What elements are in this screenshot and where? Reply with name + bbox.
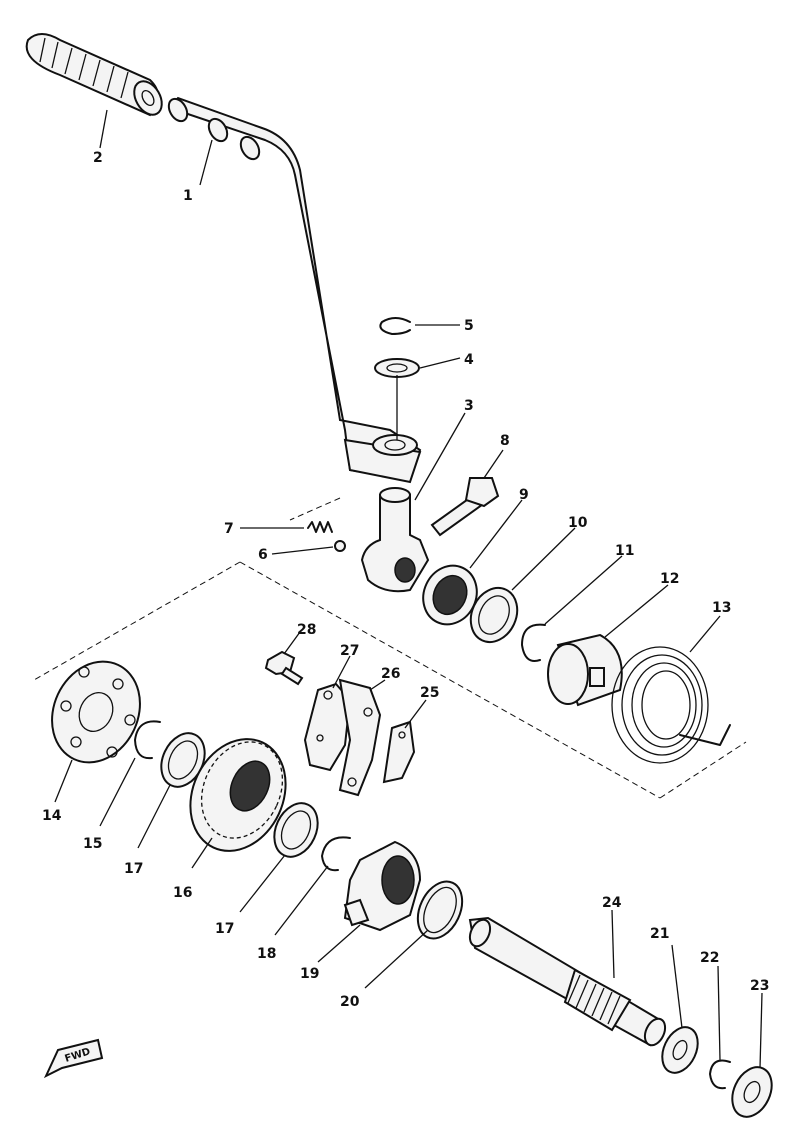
- circlip-5: [379, 317, 411, 335]
- callouts: 1 2 3 4 5 6 7 8 9 10 11 12 13 14 15 16 1: [42, 109, 769, 1069]
- kick-lever-assembly: [25, 33, 430, 593]
- assembly-guide-lines: [33, 375, 747, 799]
- washer-10: [469, 586, 519, 644]
- callout-16: 16: [173, 885, 192, 901]
- callout-17-a: 17: [124, 861, 143, 877]
- callout-12: 12: [660, 571, 679, 587]
- washer-21: [661, 1026, 699, 1074]
- callout-28: 28: [297, 622, 316, 638]
- callout-21: 21: [650, 926, 669, 942]
- bolt-8: [430, 477, 500, 537]
- kick-gear-16: [189, 738, 287, 852]
- plate-25: [382, 720, 416, 784]
- washer-4: [374, 358, 420, 378]
- circlip-22: [709, 1059, 731, 1090]
- torsion-spring-13: [611, 646, 731, 764]
- ball-6: [334, 540, 346, 552]
- callout-6: 6: [258, 547, 268, 563]
- callout-15: 15: [83, 836, 102, 852]
- guide-plate-26: [338, 678, 382, 797]
- lever-boss: [360, 487, 430, 593]
- callout-24: 24: [602, 895, 622, 911]
- lever-grip: [25, 33, 163, 117]
- callout-22: 22: [700, 950, 719, 966]
- callout-7: 7: [224, 521, 234, 537]
- callout-25: 25: [420, 685, 439, 701]
- bolt-28: [264, 650, 304, 686]
- callout-9: 9: [519, 487, 529, 503]
- callout-26: 26: [381, 666, 400, 682]
- callout-11: 11: [615, 543, 634, 559]
- callout-5: 5: [464, 318, 474, 334]
- kick-lever-arm: [167, 96, 422, 484]
- callout-27: 27: [340, 643, 359, 659]
- ratchet-plate-14: [51, 660, 141, 764]
- washer-23: [731, 1066, 773, 1118]
- callout-19: 19: [300, 966, 319, 982]
- callout-10: 10: [568, 515, 588, 531]
- callout-2: 2: [93, 150, 103, 166]
- circlip-15: [134, 720, 161, 760]
- stopper-plate-27: [303, 682, 352, 772]
- kick-shaft-24: [468, 916, 667, 1047]
- callout-14: 14: [42, 808, 62, 824]
- spring-guide-12: [547, 633, 623, 707]
- callout-13: 13: [712, 600, 731, 616]
- spring-20: [416, 880, 464, 940]
- callout-3: 3: [464, 398, 474, 414]
- callout-4: 4: [464, 352, 474, 368]
- callout-18: 18: [257, 946, 276, 962]
- bushing-9: [422, 564, 478, 626]
- ratchet-19: [343, 840, 422, 932]
- callout-17-b: 17: [215, 921, 234, 937]
- callout-20: 20: [340, 994, 360, 1010]
- callout-8: 8: [500, 433, 510, 449]
- spring-7: [307, 521, 333, 533]
- callout-1: 1: [183, 188, 193, 204]
- circlip-11: [521, 623, 546, 662]
- forward-arrow-icon: FWD: [43, 1038, 104, 1079]
- callout-23: 23: [750, 978, 769, 994]
- washer-17a: [160, 732, 206, 788]
- circlip-18: [321, 836, 351, 872]
